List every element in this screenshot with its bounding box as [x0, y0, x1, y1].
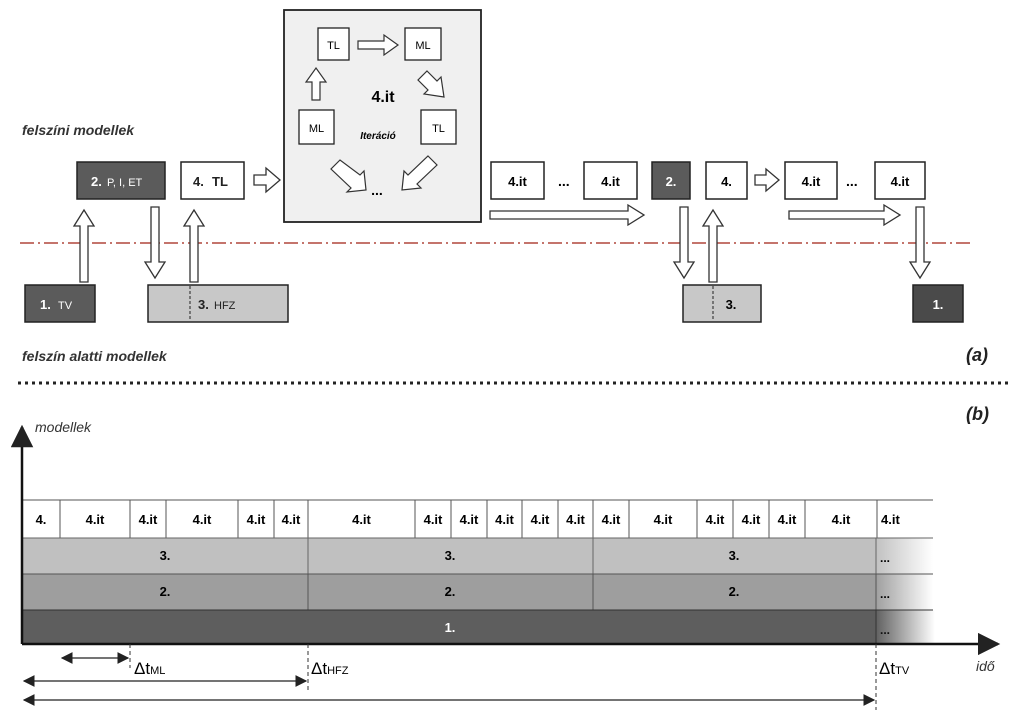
- box-label: 3.: [198, 297, 209, 312]
- row4-cell: 4.it: [742, 512, 761, 527]
- arrow-right-tl-to-iteration: [253, 166, 281, 194]
- row4-cell: 4.it: [247, 512, 266, 527]
- panel-a-label: (a): [966, 345, 988, 365]
- box-it-b: 4.it: [583, 161, 638, 200]
- row2-cell: ...: [880, 587, 890, 601]
- box-subsurface-tv: 1. TV: [24, 284, 96, 323]
- iteration-tl-top: TL: [327, 40, 340, 52]
- timeline-row-1: 1. ...: [22, 609, 935, 644]
- iteration-arrow-up-left: [330, 159, 367, 193]
- box-label: 4.: [193, 174, 204, 189]
- row4-cell: 4.it: [706, 512, 725, 527]
- row4-cell: 4.it: [881, 512, 900, 527]
- box-subsurface-hfz: 3. HFZ: [147, 284, 289, 323]
- row2-cell: 2.: [445, 584, 456, 599]
- box-sublabel: P, I, ET: [107, 177, 143, 189]
- x-axis-label: idő: [976, 658, 995, 674]
- row3-cell: ...: [880, 551, 890, 565]
- arrow-right-r4-to-it: [754, 167, 781, 193]
- box-label: 3.: [726, 297, 737, 312]
- box-label: 4.: [721, 174, 732, 189]
- box-r2: 2.: [651, 161, 691, 200]
- box-it-a: 4.it: [490, 161, 545, 200]
- row4-cell: 4.it: [193, 512, 212, 527]
- arrow-up-r3-to-r4: [701, 208, 725, 283]
- arrow-right-long-a: [489, 203, 646, 227]
- row4-cell: 4.it: [654, 512, 673, 527]
- dt-tv-label: ΔtTV: [879, 659, 910, 678]
- timeline-row-2: 2. 2. 2. ...: [22, 573, 933, 610]
- row4-cell: 4.it: [778, 512, 797, 527]
- box-r4: 4.: [705, 161, 748, 200]
- box-label: 2.: [91, 174, 102, 189]
- box-sublabel: HFZ: [214, 300, 236, 312]
- row4-cell: 4.it: [139, 512, 158, 527]
- iteration-tl-right: TL: [432, 123, 445, 135]
- box-label: 4.it: [508, 174, 527, 189]
- row4-cell: 4.it: [495, 512, 514, 527]
- y-axis-label: modellek: [35, 419, 92, 435]
- iteration-title: 4.it: [371, 89, 395, 106]
- box-it-d: 4.it: [874, 161, 926, 200]
- row3-cell: 3.: [729, 548, 740, 563]
- arrow-up-hfz-to-tl: [182, 208, 206, 283]
- arrow-right-long-b: [788, 203, 902, 227]
- row4-cell: 4.it: [424, 512, 443, 527]
- row4-cell: 4.it: [352, 512, 371, 527]
- dt-hfz-label: ΔtHFZ: [311, 659, 349, 678]
- row1-cell: ...: [880, 623, 890, 637]
- row2-cell: 2.: [729, 584, 740, 599]
- box-sublabel: TV: [58, 300, 73, 312]
- arrow-down-pie-to-hfz: [143, 206, 167, 280]
- iteration-caption: Iteráció: [360, 131, 396, 142]
- dt-ml-label: ΔtML: [134, 659, 165, 678]
- subsurface-models-label: felszín alatti modellek: [22, 348, 168, 364]
- iteration-arrow-up: [304, 66, 328, 101]
- box-label: 1.: [933, 297, 944, 312]
- box-label: 4.it: [802, 174, 821, 189]
- row4-cell: 4.it: [531, 512, 550, 527]
- row4-cell: 4.it: [832, 512, 851, 527]
- row4-cell: 4.it: [460, 512, 479, 527]
- arrow-up-tv-to-pie: [72, 208, 96, 283]
- box-surface-pie: 2. P, I, ET: [76, 161, 166, 200]
- ellipsis-b: ...: [846, 173, 858, 189]
- row3-cell: 3.: [445, 548, 456, 563]
- timeline-row-3: 3. 3. 3. ...: [22, 537, 933, 574]
- iteration-ml-top: ML: [415, 40, 430, 52]
- row2-cell: 2.: [160, 584, 171, 599]
- arrow-down-it-to-r1: [908, 206, 932, 280]
- row4-cell: 4.it: [86, 512, 105, 527]
- row4-cell: 4.: [36, 512, 47, 527]
- box-it-c: 4.it: [784, 161, 838, 200]
- row4-cell: 4.it: [282, 512, 301, 527]
- box-sublabel: TL: [212, 174, 228, 189]
- iteration-box: TL ML ML TL 4.it Iteráció ...: [283, 9, 482, 223]
- iteration-arrow-right: [357, 33, 400, 57]
- box-r1: 1.: [912, 284, 964, 323]
- iteration-arrow-down-right: [417, 70, 445, 98]
- box-surface-tl: 4. TL: [180, 161, 245, 200]
- ellipsis-a: ...: [558, 173, 570, 189]
- row1-cell: 1.: [445, 620, 456, 635]
- box-r3: 3.: [682, 284, 762, 323]
- row4-cell: 4.it: [566, 512, 585, 527]
- box-label: 4.it: [601, 174, 620, 189]
- box-label: 2.: [666, 174, 677, 189]
- row3-cell: 3.: [160, 548, 171, 563]
- iteration-arrow-down-left: [401, 155, 438, 191]
- iteration-dots: ...: [371, 182, 383, 198]
- surface-models-label: felszíni modellek: [22, 122, 135, 138]
- row4-cell: 4.it: [602, 512, 621, 527]
- box-label: 4.it: [891, 174, 910, 189]
- box-label: 1.: [40, 297, 51, 312]
- arrow-down-r2-to-r3: [672, 206, 696, 280]
- panel-b-label: (b): [966, 404, 989, 424]
- timeline-row-4: 4. 4.it 4.it 4.it 4.it 4.it 4.it 4.it 4.it 4.it 4.…: [22, 499, 933, 538]
- iteration-ml-left: ML: [309, 123, 324, 135]
